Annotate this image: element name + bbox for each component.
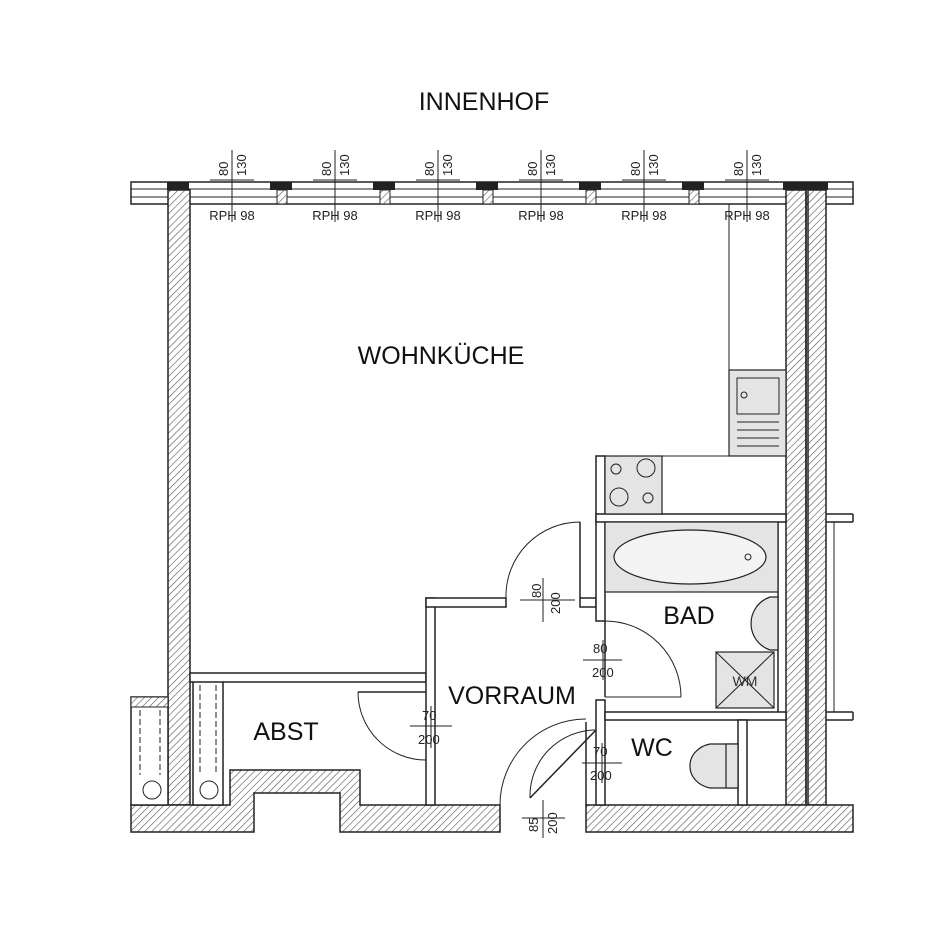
window-rph-label: RPH 98 <box>209 208 255 223</box>
sink-icon <box>728 369 787 457</box>
window-dim-bottom: 130 <box>337 154 352 176</box>
bottom-wall <box>130 769 501 833</box>
courtyard-label: INNENHOF <box>419 88 550 116</box>
kitchen-door-height: 200 <box>548 592 563 614</box>
window-dim-bottom: 130 <box>646 154 661 176</box>
window-dim-bottom: 130 <box>234 154 249 176</box>
living-kitchen-label: WOHNKÜCHE <box>358 342 525 370</box>
window-dim-top: 80 <box>216 162 231 176</box>
storage-door-height: 200 <box>418 732 440 747</box>
hall-label: VORRAUM <box>448 682 576 710</box>
window-rph-label: RPH 98 <box>312 208 358 223</box>
interior-walls <box>189 455 787 806</box>
wc-door-height: 200 <box>590 768 612 783</box>
window-rph-label: RPH 98 <box>621 208 667 223</box>
toilet-icon <box>689 743 739 789</box>
wc-door-width: 70 <box>593 744 607 759</box>
bottom-wall-right <box>585 804 854 833</box>
window-dim-bottom: 130 <box>543 154 558 176</box>
toilet-label: WC <box>631 734 673 762</box>
doors <box>357 521 682 806</box>
window-rph-label: RPH 98 <box>724 208 770 223</box>
window-dim-top: 80 <box>525 162 540 176</box>
window-dim-bottom: 130 <box>440 154 455 176</box>
entrance-door-width: 85 <box>526 818 541 832</box>
door-dimensions: 80 200 80 200 70 200 70 200 85 200 <box>410 578 622 838</box>
bath-fixtures: WM <box>604 521 779 709</box>
window-dim-top: 80 <box>628 162 643 176</box>
storage-label: ABST <box>253 718 318 746</box>
outer-walls <box>130 189 854 833</box>
washing-machine-label: WM <box>733 673 758 689</box>
window-dim-top: 80 <box>319 162 334 176</box>
wc-door-leaf <box>529 729 597 799</box>
entrance-door-height: 200 <box>545 812 560 834</box>
washbasin-icon <box>750 596 779 651</box>
bath-door-width: 80 <box>593 641 607 656</box>
bath-door-height: 200 <box>592 665 614 680</box>
window-dim-top: 80 <box>731 162 746 176</box>
left-shafts <box>130 674 224 806</box>
storage-door-width: 70 <box>422 708 436 723</box>
window-rph-label: RPH 98 <box>518 208 564 223</box>
window-dim-top: 80 <box>422 162 437 176</box>
right-wall-inner <box>785 189 807 806</box>
window-rph-label: RPH 98 <box>415 208 461 223</box>
right-wall-outer <box>807 189 827 806</box>
kitchen-door-width: 80 <box>529 584 544 598</box>
window-dim-bottom: 130 <box>749 154 764 176</box>
kitchen-fixtures <box>604 204 787 515</box>
left-wall <box>167 189 191 806</box>
bath-label: BAD <box>663 602 714 630</box>
